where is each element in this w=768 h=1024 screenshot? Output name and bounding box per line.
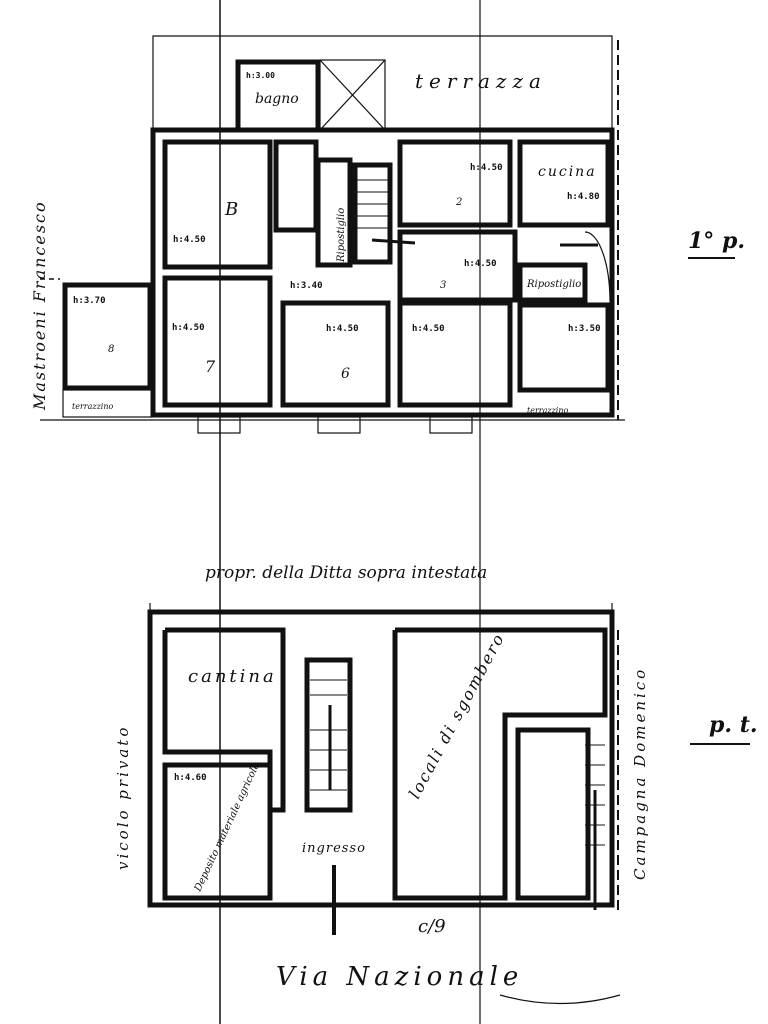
storage-left xyxy=(315,157,353,268)
neighbor-right-label: Campagna Domenico xyxy=(631,667,649,880)
entrance-label: ingresso xyxy=(302,841,366,856)
height-label: h:4.80 xyxy=(567,192,600,202)
stairs-center xyxy=(304,657,353,813)
floor-level-label: p. t. xyxy=(709,712,758,738)
room-2 xyxy=(397,139,513,228)
height-label: h:4.60 xyxy=(174,773,207,783)
cellar-walls xyxy=(162,627,286,813)
deposit-walls xyxy=(162,762,273,901)
room-7 xyxy=(162,275,273,408)
height-label: h:4.50 xyxy=(172,323,205,333)
neighbor-label: Mastroeni Francesco xyxy=(30,200,49,411)
height-label: h:4.50 xyxy=(470,163,503,173)
storage-label: Ripostiglio xyxy=(526,279,581,290)
height-label: h:4.50 xyxy=(326,324,359,334)
storage-rooms-label: locali di sgombero xyxy=(405,629,509,801)
room-number: 3 xyxy=(440,280,446,291)
room-6 xyxy=(280,300,391,408)
kitchen xyxy=(517,139,611,228)
room-number: 8 xyxy=(108,344,114,355)
room-r xyxy=(517,302,611,393)
height-label: h:3.40 xyxy=(290,281,323,291)
height-label: h:3.70 xyxy=(73,296,106,306)
terrace-small-label: terrazzino xyxy=(72,402,114,411)
height-label: h:4.50 xyxy=(464,259,497,269)
height-label: h:4.50 xyxy=(412,324,445,334)
street-label: Via Nazionale xyxy=(276,962,523,992)
room-number: 7 xyxy=(205,357,216,376)
room-5 xyxy=(397,300,513,408)
height-label: h:3.00 xyxy=(246,71,275,80)
room-b xyxy=(162,139,273,270)
terrace-label: terrazza xyxy=(415,69,547,93)
cellar-label: cantina xyxy=(188,666,277,687)
terrace-small-label: terrazzino xyxy=(527,406,569,415)
first-floor-plan xyxy=(40,35,625,434)
spiral-stairs xyxy=(584,231,611,301)
arrow-icon xyxy=(371,238,416,245)
room-number: B xyxy=(224,199,238,220)
storage-rooms-walls xyxy=(392,627,608,901)
kitchen-label: cucina xyxy=(538,164,597,180)
height-label: h:4.50 xyxy=(173,235,206,245)
storage-right xyxy=(517,262,588,303)
floor-level-label: 1° p. xyxy=(688,228,745,254)
bathroom-walls xyxy=(235,59,321,133)
terrace-left xyxy=(62,389,154,418)
ownership-note: propr. della Ditta sopra intestata xyxy=(205,563,487,583)
stairs xyxy=(352,162,393,265)
lightwell xyxy=(319,59,386,131)
neighbor-left-label: vicolo privato xyxy=(114,725,132,870)
room-number: 2 xyxy=(455,197,462,208)
height-label: h:3.50 xyxy=(568,324,601,334)
room-8 xyxy=(62,282,153,391)
annotation-label: c/9 xyxy=(418,916,446,937)
ground-floor-plan xyxy=(147,603,621,1005)
room-number: 6 xyxy=(341,366,350,382)
storage-label: Ripostiglio xyxy=(336,208,347,263)
bathroom-label: bagno xyxy=(255,91,299,107)
hall xyxy=(397,229,518,303)
